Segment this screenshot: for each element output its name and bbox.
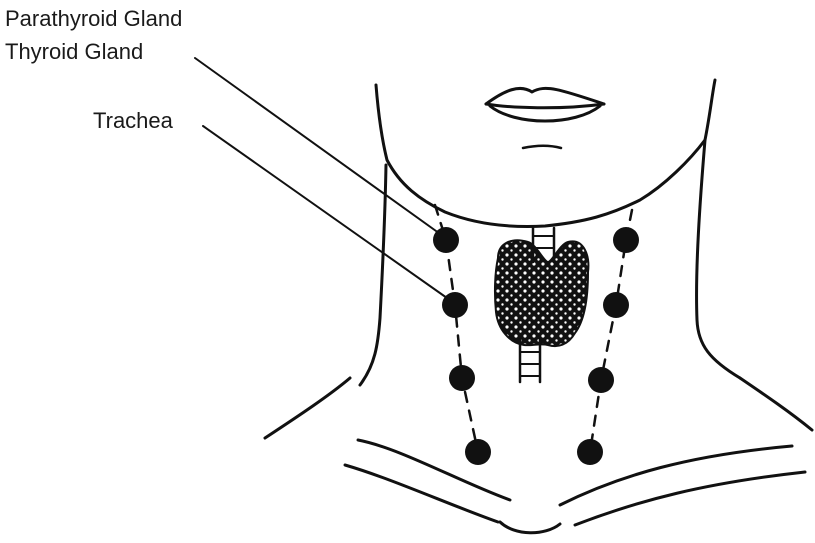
node-right-3 — [588, 367, 614, 393]
parathyroid-node-left-2 — [442, 292, 468, 318]
mouth — [486, 88, 604, 148]
parathyroid-node-right-1 — [613, 227, 639, 253]
node-left-3 — [449, 365, 475, 391]
clavicle-lines — [345, 440, 805, 533]
shoulder-outline — [265, 378, 812, 438]
parathyroid-node-right-2 — [603, 292, 629, 318]
node-right-4 — [577, 439, 603, 465]
thyroid-gland — [495, 240, 588, 346]
parathyroid-node-left-1 — [433, 227, 459, 253]
node-left-4 — [465, 439, 491, 465]
jaw-outline — [376, 80, 715, 226]
